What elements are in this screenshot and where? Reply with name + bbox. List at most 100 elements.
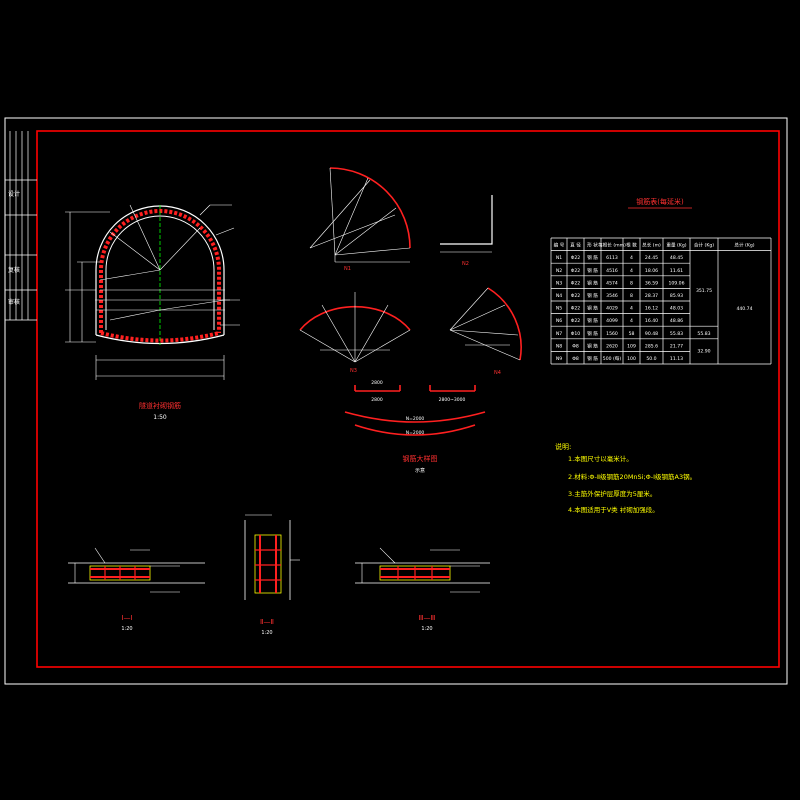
rebar-mark-label: N1 [344,266,351,272]
table-cell: 8 [630,280,633,286]
section-1 [68,547,205,593]
section-scale: 1:20 [421,626,432,632]
rebar-detail-long-arcs [344,411,486,436]
rebar-detail-fan-top [309,167,411,263]
table-cell: Φ22 [571,280,581,286]
table-cell: N5 [556,306,562,312]
table-cell: 24.45 [645,255,658,261]
table-cell: 钢 筋 [587,342,598,349]
section-scale: 1:20 [121,626,132,632]
table-title: 钢筋表(每延米) [636,197,684,206]
table-cell: N8 [556,343,562,349]
table-cell: 4099 [606,318,618,324]
rebar-mark-label: N2 [462,261,469,267]
rebar-detail-fan-right [449,287,522,361]
title-block-cell: 复核 [8,266,20,274]
table-cell: 109 [627,343,636,349]
title-block-cell: 审核 [8,298,20,306]
rebar-detail-title: 钢筋大样图 [403,454,438,463]
section-scale: 1:20 [261,630,272,636]
table-cell: 3546 [606,293,618,299]
table-cell: 48.86 [670,318,683,324]
rebar-detail-scale: 示意 [415,467,425,474]
rebar-table: 编 号直 径形 状每根长 (mm)根 数总长 (m)重量 (Kg)合计 (Kg)… [550,237,772,365]
table-cell: Φ22 [571,306,581,312]
notes-title: 说明: [555,442,571,451]
table-cell: N4 [556,293,562,299]
table-cell: 48.03 [670,306,683,312]
section-title: Ⅲ—Ⅲ [419,614,436,622]
table-cell: N6 [556,318,562,324]
table-cell: 21.77 [670,343,683,349]
table-cell: 4 [630,255,633,261]
rebar-mark-label: N3 [350,368,357,374]
table-cell: 4029 [606,306,618,312]
table-cell: 1560 [606,331,618,337]
rebar-mark-label: N4 [494,370,501,376]
table-cell: 钢 筋 [587,267,598,274]
note-item: 1.本图尺寸以毫米计。 [568,454,633,463]
rebar-detail-fan-middle [299,292,411,363]
table-cell: 8 [630,293,633,299]
table-cell: 109.06 [668,280,684,286]
table-subtotal-cell: 32.90 [697,349,710,355]
section-3 [355,547,490,593]
table-header-cell: 编 号 [554,242,565,249]
table-cell: 16.40 [645,318,658,324]
table-cell: N1 [556,255,562,261]
table-subtotal-cell: 55.83 [697,331,710,337]
table-header-cell: 合计 (Kg) [694,242,714,249]
section-title: Ⅰ—Ⅰ [121,614,132,622]
table-header-cell: 每根长 (mm) [598,242,626,249]
table-cell: 11.61 [670,268,683,274]
table-cell: 钢 筋 [587,355,598,362]
table-header-cell: 总长 (m) [642,242,661,249]
table-cell: 2620 [606,343,618,349]
table-cell: N2 [556,268,562,274]
table-cell: 钢 筋 [587,317,598,324]
table-cell: 钢 筋 [587,254,598,261]
table-cell: 钢 筋 [587,330,598,337]
table-cell: 4 [630,268,633,274]
table-cell: 50.0 [646,356,656,362]
table-cell: N7 [556,331,562,337]
table-header-cell: 总计 (Kg) [734,242,754,249]
table-cell: 36.59 [645,280,658,286]
lining-view-scale: 1:50 [153,414,167,421]
table-cell: 4574 [606,280,618,286]
table-cell: 285.6 [645,343,658,349]
note-item: 2.材料:Φ-Ⅱ级钢筋20MnSi;Φ-Ⅰ级钢筋A3钢。 [568,472,696,481]
table-cell: 6113 [606,255,618,261]
table-cell: Φ22 [571,255,581,261]
table-cell: 85.93 [670,293,683,299]
table-cell: 100 [627,356,636,362]
lining-view-title: 隧道衬砌钢筋 [139,401,181,410]
table-cell: Φ22 [571,293,581,299]
table-cell: 500 (每) [603,355,622,362]
table-cell: 钢 筋 [587,305,598,312]
table-cell: 4 [630,306,633,312]
section-2 [244,514,300,600]
table-grand-total-cell: 440.74 [736,306,752,312]
table-cell: 16.12 [645,306,658,312]
table-cell: 钢 筋 [587,292,598,299]
table-cell: Φ8 [572,356,579,362]
table-cell: Φ8 [572,343,579,349]
table-cell: 4 [630,318,633,324]
small-dim-label: 2800 [371,397,383,403]
table-cell: 11.13 [670,356,683,362]
table-cell: 4516 [606,268,618,274]
tunnel-lining-view [65,204,240,380]
title-block-cell: 设计 [8,190,20,198]
table-cell: N9 [556,356,562,362]
small-dim-label: 2800 [371,380,383,386]
notes-block: 说明: 1.本图尺寸以毫米计。 2.材料:Φ-Ⅱ级钢筋20MnSi;Φ-Ⅰ级钢筋… [555,442,696,514]
arc-label: N=2000 [406,430,425,436]
table-cell: Φ22 [571,318,581,324]
rebar-detail-l-shape [440,195,493,253]
table-cell: 钢 筋 [587,279,598,286]
table-header-cell: 直 径 [570,242,581,249]
table-cell: Φ10 [571,331,581,337]
table-subtotal-cell: 351.75 [696,288,712,294]
